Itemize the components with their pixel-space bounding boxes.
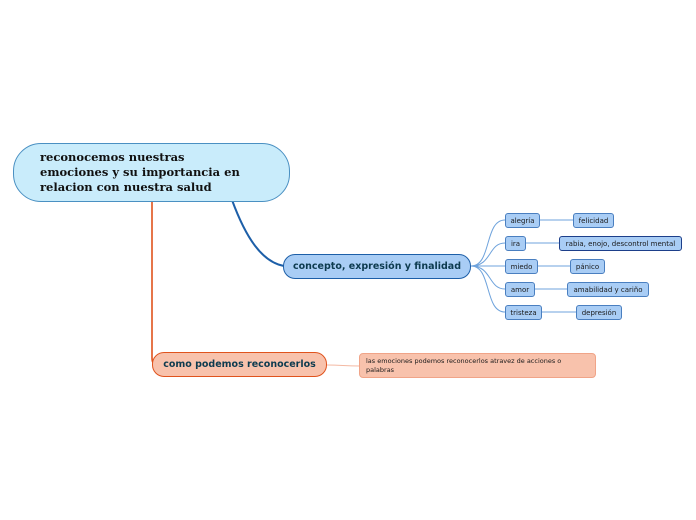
detail-label: amabilidad y cariño (573, 285, 643, 294)
topic-reconocer[interactable]: como podemos reconocerlos (152, 352, 327, 377)
central-topic-label: reconocemos nuestras emociones y su impo… (40, 150, 240, 194)
emotion-label: amor (510, 285, 530, 294)
detail-amabilidad[interactable]: amabilidad y cariño (567, 282, 649, 297)
note-reconocer[interactable]: las emociones podemos reconocerlos atrav… (359, 353, 596, 378)
detail-label: pánico (575, 262, 600, 271)
emotion-miedo[interactable]: miedo (505, 259, 538, 274)
note-reconocer-text: las emociones podemos reconocerlos atrav… (366, 356, 562, 374)
link-concepto-to-ira (470, 242, 506, 267)
link-concepto-to-amor (470, 265, 506, 290)
link-root-to-concepto (231, 199, 285, 267)
detail-label: felicidad (578, 216, 609, 225)
link-root-to-reconocer (151, 200, 157, 365)
detail-felicidad[interactable]: felicidad (573, 213, 614, 228)
link-concepto-to-tristeza (470, 265, 506, 313)
detail-label: rabia, enojo, descontrol mental (565, 239, 676, 248)
link-reconocer-to-note (326, 364, 361, 367)
emotion-amor[interactable]: amor (505, 282, 535, 297)
detail-depresion[interactable]: depresión (576, 305, 622, 320)
emotion-tristeza[interactable]: tristeza (505, 305, 542, 320)
detail-rabia[interactable]: rabia, enojo, descontrol mental (559, 236, 682, 251)
emotion-label: miedo (510, 262, 533, 271)
detail-label: depresión (581, 308, 617, 317)
emotion-label: ira (510, 239, 521, 248)
topic-concepto[interactable]: concepto, expresión y finalidad (283, 254, 471, 279)
central-topic[interactable]: reconocemos nuestras emociones y su impo… (13, 143, 290, 202)
emotion-label: tristeza (510, 308, 537, 317)
emotion-alegria[interactable]: alegría (505, 213, 540, 228)
topic-concepto-label: concepto, expresión y finalidad (292, 261, 462, 272)
detail-panico[interactable]: pánico (570, 259, 605, 274)
emotion-ira[interactable]: ira (505, 236, 526, 251)
topic-reconocer-label: como podemos reconocerlos (163, 359, 316, 370)
emotion-label: alegría (510, 216, 535, 225)
link-concepto-to-alegria (470, 219, 506, 267)
